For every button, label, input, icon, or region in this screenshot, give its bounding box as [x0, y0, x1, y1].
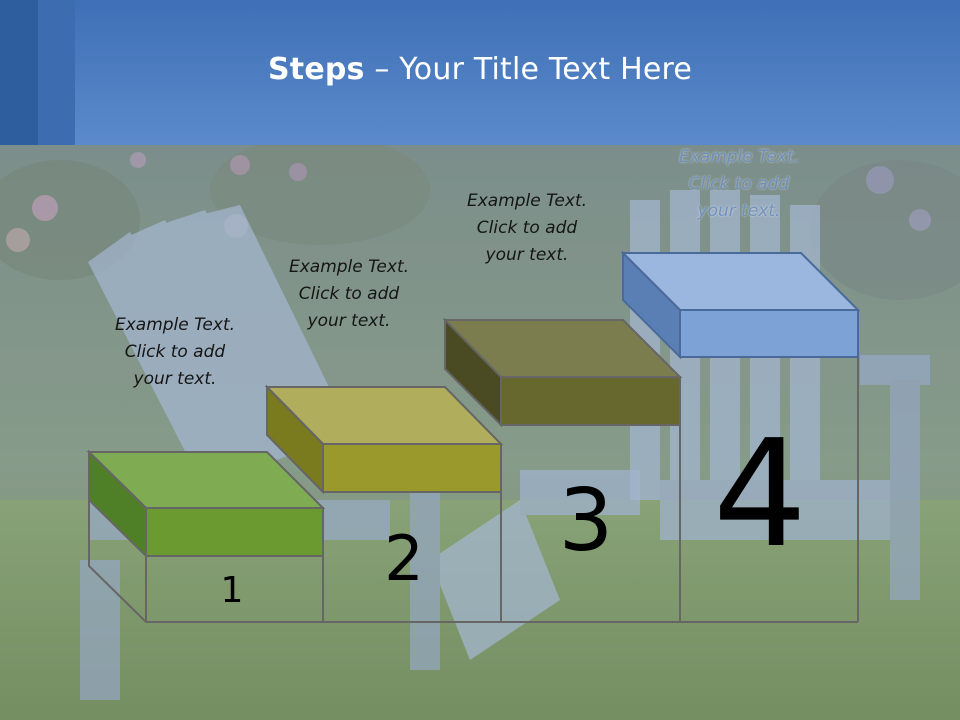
step-2-caption-line3: your text. [307, 311, 391, 331]
step-3-caption[interactable]: Example Text. Click to add your text. [437, 188, 617, 269]
step-3-caption-line1: Example Text. [466, 191, 588, 211]
step-3-caption-line3: your text. [485, 245, 569, 265]
step-1-caption[interactable]: Example Text. Click to add your text. [85, 312, 265, 393]
step-2-caption[interactable]: Example Text. Click to add your text. [259, 254, 439, 335]
step-2-block[interactable] [264, 384, 504, 495]
step-1-number: 1 [220, 570, 244, 611]
step-4-block[interactable] [620, 250, 861, 360]
step-2-block-front [322, 443, 502, 493]
steps-frame [88, 357, 859, 623]
step-4-caption-line3: your text. [697, 201, 781, 221]
step-2-caption-line2: Click to add [298, 284, 400, 304]
step-3-number: 3 [558, 471, 614, 571]
header-band [0, 0, 960, 145]
step-1-block-front [145, 507, 324, 557]
step-2-caption-line1: Example Text. [288, 257, 410, 277]
step-3-block[interactable] [442, 317, 683, 428]
step-4-number: 4 [712, 408, 808, 580]
step-2-number: 2 [384, 522, 424, 595]
background-photo [0, 135, 960, 720]
step-1-block[interactable] [86, 449, 326, 559]
step-1-caption-line1: Example Text. [114, 315, 236, 335]
step-4-caption[interactable]: Example Text. Click to add your text. [649, 144, 829, 225]
title-bold: Steps [267, 52, 365, 87]
step-3-caption-line2: Click to add [476, 218, 578, 238]
step-3-block-front [500, 376, 681, 426]
page-title[interactable]: Steps – Your Title Text Here [0, 52, 960, 87]
step-4-block-front [679, 309, 859, 358]
step-4-caption-line1: Example Text. [678, 147, 800, 167]
title-rest: – Your Title Text Here [364, 52, 693, 87]
step-1-caption-line3: your text. [133, 369, 217, 389]
step-1-caption-line2: Click to add [124, 342, 226, 362]
step-4-caption-line2: Click to add [688, 174, 790, 194]
